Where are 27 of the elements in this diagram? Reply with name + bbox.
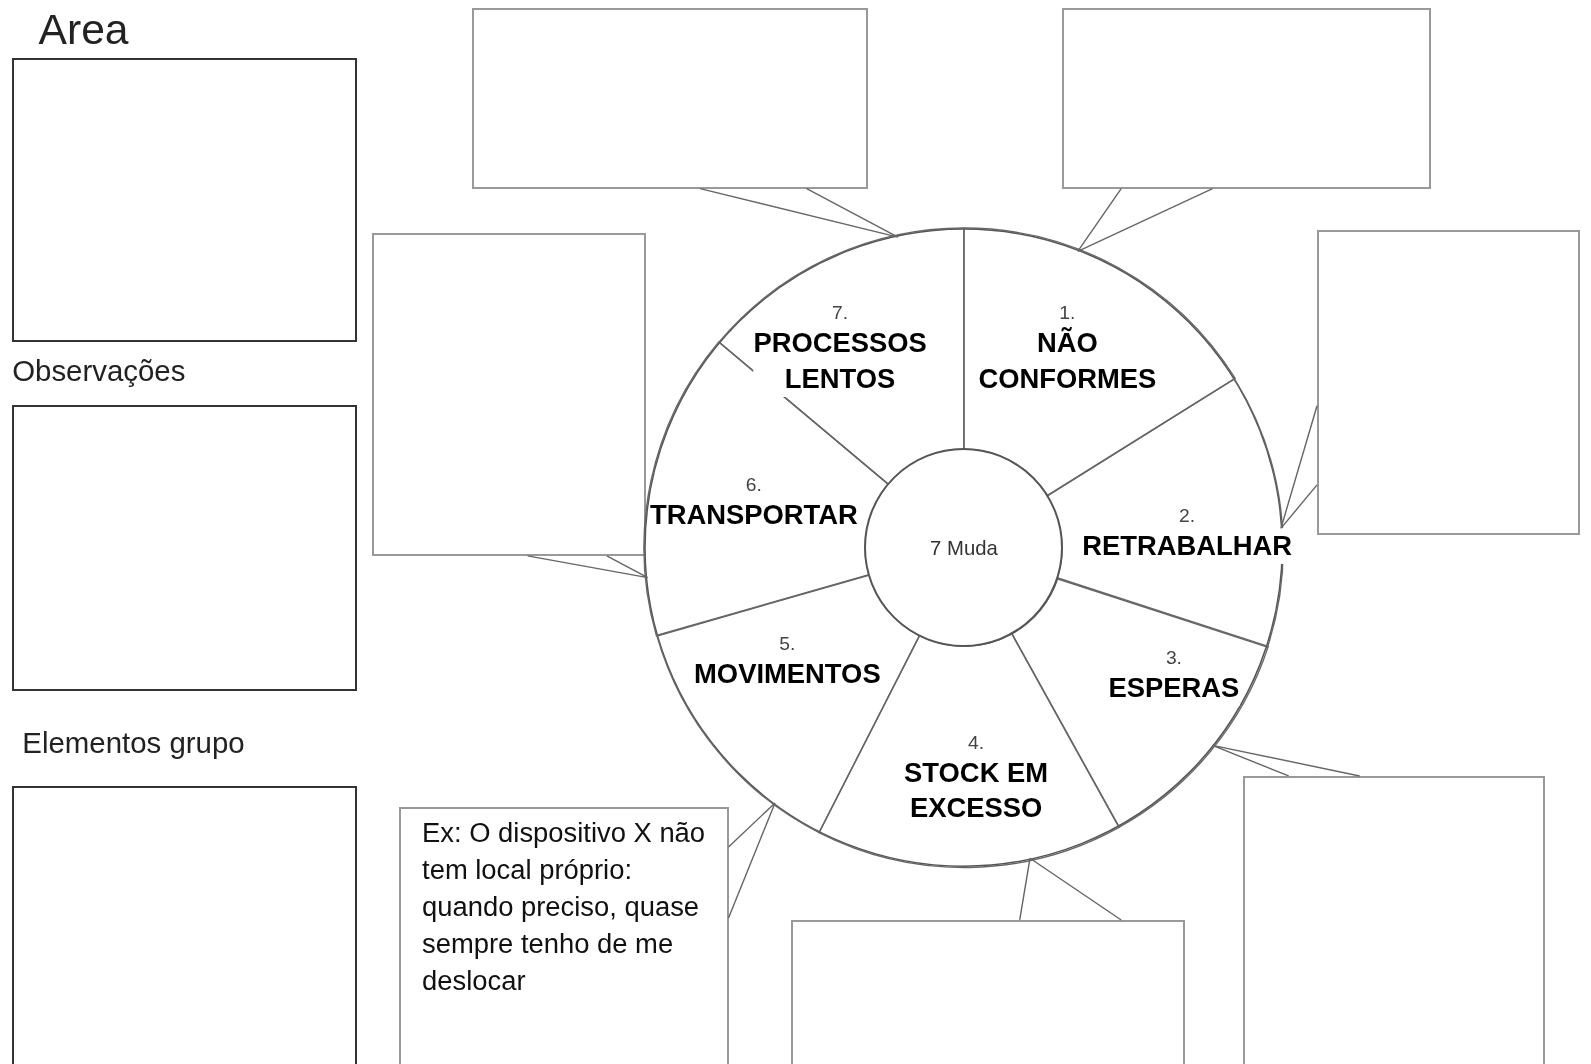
waste-label: RETRABALHAR bbox=[1082, 528, 1293, 564]
example-note: Ex: O dispositivo X não tem local próprio: quando preciso, quase sempre tenho de me deslocar bbox=[422, 815, 707, 998]
sector-number: 2. bbox=[1179, 504, 1196, 529]
callout-box bbox=[1317, 230, 1580, 535]
callout-tail bbox=[1211, 744, 1361, 777]
callout-box bbox=[471, 8, 868, 189]
center-label: 7 Muda bbox=[930, 535, 998, 561]
callout-box bbox=[791, 920, 1186, 1064]
sector-number: 7. bbox=[832, 301, 849, 326]
callout-tail bbox=[727, 802, 776, 919]
section-heading: Elementos grupo bbox=[22, 728, 245, 758]
callout-box bbox=[1242, 776, 1546, 1064]
section-heading: Area bbox=[38, 8, 129, 51]
sector-number: 4. bbox=[968, 730, 985, 755]
sector-number: 6. bbox=[745, 472, 762, 497]
callout-tail bbox=[526, 555, 649, 579]
callout-box bbox=[398, 806, 729, 1064]
callout-tail bbox=[1019, 857, 1122, 921]
sector-number: 5. bbox=[779, 632, 796, 657]
callout-box bbox=[1062, 8, 1431, 189]
sector-number: 3. bbox=[1165, 646, 1182, 671]
callout-tail bbox=[699, 187, 899, 238]
sector-number: 1. bbox=[1059, 301, 1076, 326]
callout-tail bbox=[1077, 187, 1214, 253]
callout-box bbox=[372, 233, 647, 556]
callout-tail bbox=[1280, 405, 1318, 530]
section-heading: Observações bbox=[12, 356, 186, 386]
